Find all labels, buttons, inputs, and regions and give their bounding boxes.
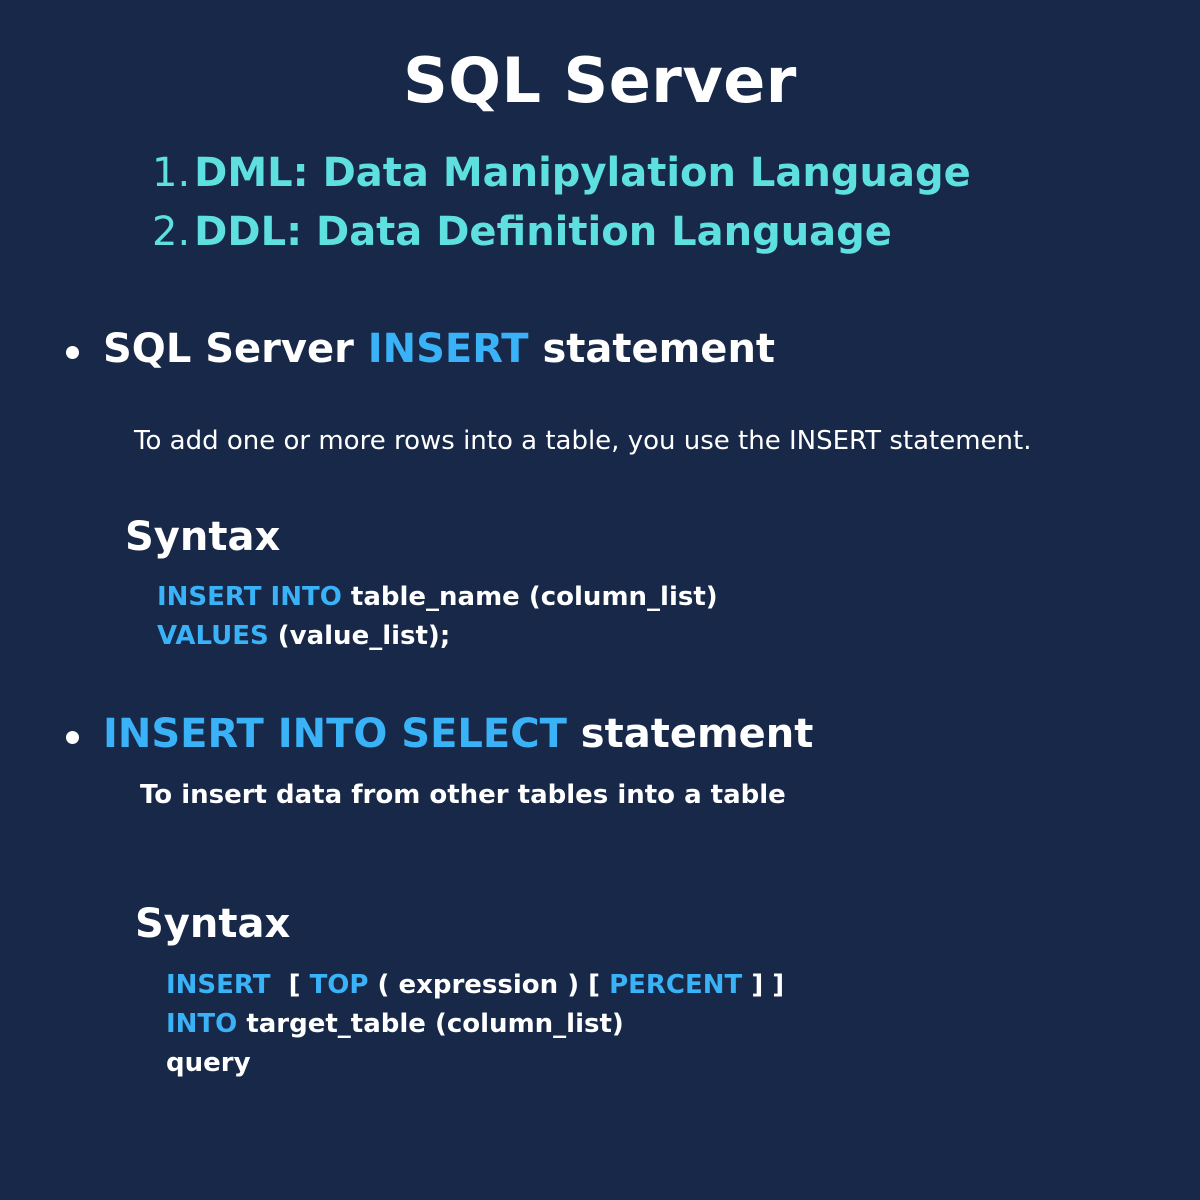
code-keyword: INSERT xyxy=(166,970,271,1000)
code-text: ] ] xyxy=(742,970,785,1000)
list-text: DDL: Data Definition Language xyxy=(194,209,892,255)
code-keyword: PERCENT xyxy=(609,970,743,1000)
page-title: SQL Server xyxy=(403,44,797,117)
code-keyword: INTO xyxy=(166,1009,238,1039)
code-line: VALUES (value_list); xyxy=(157,621,450,651)
list-text: DML: Data Manipylation Language xyxy=(194,150,971,196)
code-keyword: TOP xyxy=(309,970,369,1000)
code-text: (value_list); xyxy=(268,621,451,651)
section-heading-insert: SQL Server INSERT statement xyxy=(103,326,775,372)
code-text: target_table (column_list) xyxy=(237,1009,624,1039)
heading-text: statement xyxy=(566,711,814,757)
code-line: INSERT INTO table_name (column_list) xyxy=(157,582,718,612)
syntax-label: Syntax xyxy=(135,901,291,947)
heading-keyword: INSERT INTO SELECT xyxy=(103,711,567,757)
code-line: query xyxy=(166,1048,251,1078)
code-text: [ xyxy=(270,970,310,1000)
bullet-icon xyxy=(66,346,79,359)
syntax-label: Syntax xyxy=(125,514,281,560)
heading-keyword: INSERT xyxy=(367,326,529,372)
section-heading-insert-into-select: INSERT INTO SELECT statement xyxy=(103,711,813,757)
list-number: 1. xyxy=(152,150,191,196)
list-item-ddl: 2.DDL: Data Definition Language xyxy=(152,209,892,255)
section-description: To insert data from other tables into a … xyxy=(140,780,786,810)
code-line: INTO target_table (column_list) xyxy=(166,1009,624,1039)
code-text: ( expression ) [ xyxy=(368,970,610,1000)
code-keyword: INSERT INTO xyxy=(157,582,342,612)
heading-text: SQL Server xyxy=(103,326,368,372)
list-number: 2. xyxy=(152,209,191,255)
code-keyword: VALUES xyxy=(157,621,269,651)
heading-text: statement xyxy=(528,326,776,372)
code-line: INSERT [ TOP ( expression ) [ PERCENT ] … xyxy=(166,970,784,1000)
list-item-dml: 1.DML: Data Manipylation Language xyxy=(152,150,971,196)
code-text: table_name (column_list) xyxy=(341,582,718,612)
bullet-icon xyxy=(66,731,79,744)
section-description: To add one or more rows into a table, yo… xyxy=(134,426,1032,456)
